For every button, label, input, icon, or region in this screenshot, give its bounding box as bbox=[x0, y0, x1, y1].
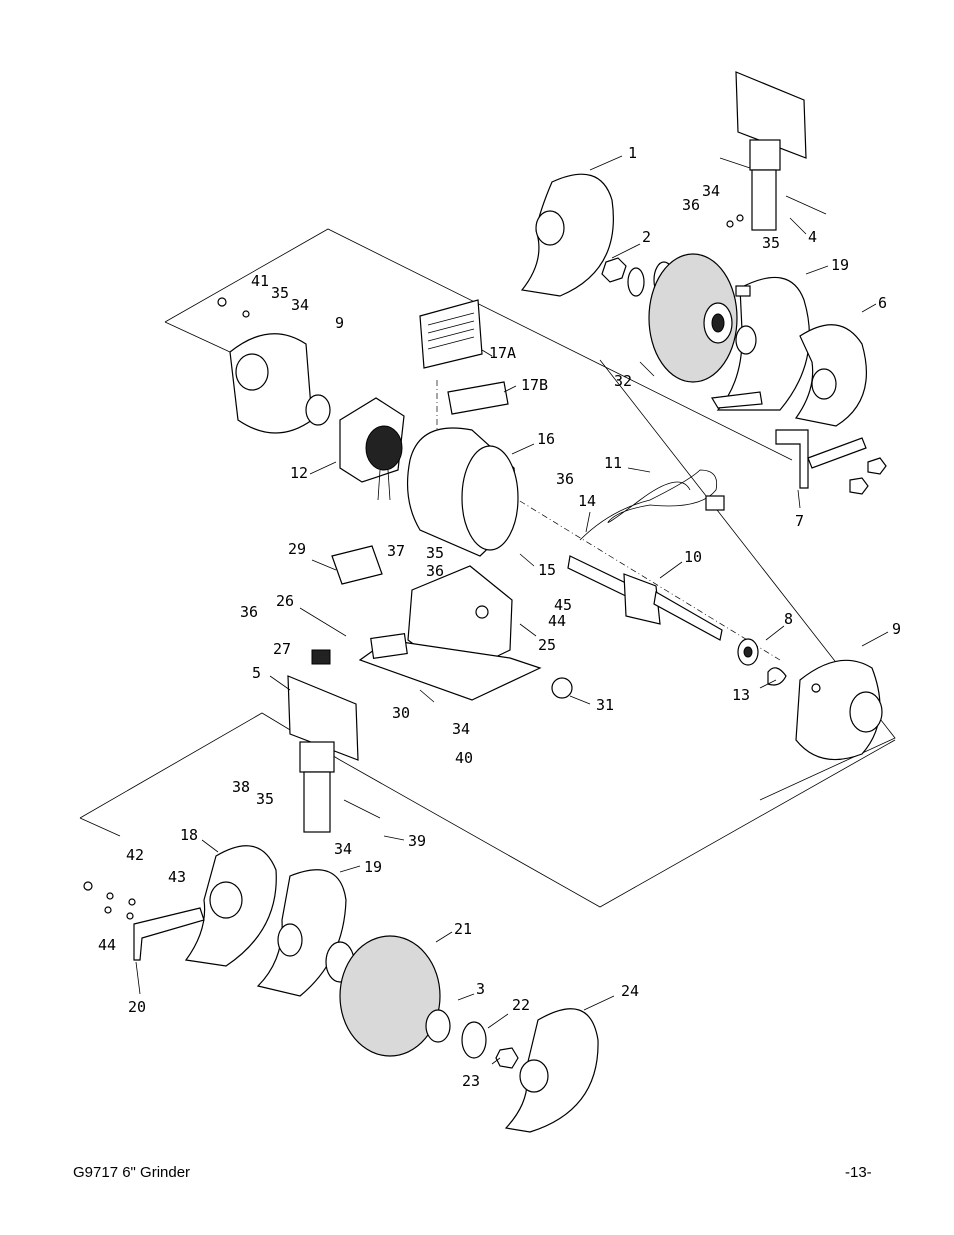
page-number: -13- bbox=[845, 1164, 872, 1181]
callout-18: 18 bbox=[180, 826, 198, 844]
callout-11: 11 bbox=[604, 454, 622, 472]
warning-label-17a bbox=[419, 299, 483, 369]
callout-42: 42 bbox=[126, 846, 144, 864]
tool-rest-bracket-right bbox=[775, 429, 887, 495]
document-title: G9717 6" Grinder bbox=[73, 1164, 191, 1181]
wheel-guard-right bbox=[711, 276, 810, 411]
grinding-wheel-right bbox=[648, 253, 738, 383]
spindle-rotor bbox=[567, 555, 723, 641]
callout-19-right: 19 bbox=[831, 256, 849, 274]
callout-34-eyeshield: 34 bbox=[334, 840, 352, 858]
callout-38: 38 bbox=[232, 778, 250, 796]
callout-35-left-top: 35 bbox=[271, 284, 289, 302]
callout-25: 25 bbox=[538, 636, 556, 654]
switch-box bbox=[331, 545, 383, 585]
switch-plate bbox=[370, 633, 408, 659]
wave-washer bbox=[767, 667, 787, 686]
callout-5: 5 bbox=[252, 664, 261, 682]
callout-20: 20 bbox=[128, 998, 146, 1016]
fasteners-left bbox=[83, 881, 136, 920]
callout-44-base: 44 bbox=[548, 612, 566, 630]
eye-shield-left bbox=[287, 675, 381, 833]
callout-27: 27 bbox=[273, 640, 291, 658]
callout-17b: 17B bbox=[521, 376, 548, 394]
callout-35-right-top: 35 bbox=[762, 234, 780, 252]
tool-rest-left bbox=[133, 907, 205, 961]
power-cord bbox=[579, 469, 725, 541]
callout-41: 41 bbox=[251, 272, 269, 290]
callout-8: 8 bbox=[784, 610, 793, 628]
callout-45: 45 bbox=[554, 596, 572, 614]
callout-6: 6 bbox=[878, 294, 887, 312]
motor-end-cap-left bbox=[217, 297, 313, 434]
callout-17a: 17A bbox=[489, 344, 516, 362]
motor-end-cap-right bbox=[795, 659, 883, 761]
callout-19-left: 19 bbox=[364, 858, 382, 876]
callout-39: 39 bbox=[408, 832, 426, 850]
callout-32: 32 bbox=[614, 372, 632, 390]
callout-44-left: 44 bbox=[98, 936, 116, 954]
callout-9-right: 9 bbox=[892, 620, 901, 638]
callout-2: 2 bbox=[642, 228, 651, 246]
callout-34-right-top: 34 bbox=[702, 182, 720, 200]
id-label-17b bbox=[447, 381, 509, 415]
callout-36-right-top: 36 bbox=[682, 196, 700, 214]
callout-35-eyeshield: 35 bbox=[256, 790, 274, 808]
callout-40: 40 bbox=[455, 749, 473, 767]
motor-base bbox=[358, 565, 542, 701]
callout-16: 16 bbox=[537, 430, 555, 448]
motor-housing bbox=[406, 427, 519, 557]
callout-4: 4 bbox=[808, 228, 817, 246]
assembly-outline-lower bbox=[79, 712, 896, 908]
callout-labels: 1 2 3 4 5 6 7 8 9 9 10 11 12 13 14 15 16… bbox=[98, 144, 901, 1090]
callout-35-base: 35 bbox=[426, 544, 444, 562]
assembly-outline-upper bbox=[164, 228, 896, 801]
leader-lines bbox=[135, 155, 889, 1065]
rocker-switch bbox=[311, 649, 331, 665]
callout-23: 23 bbox=[462, 1072, 480, 1090]
callout-15: 15 bbox=[538, 561, 556, 579]
callout-26: 26 bbox=[276, 592, 294, 610]
callout-7: 7 bbox=[795, 512, 804, 530]
bearing-right bbox=[737, 638, 759, 666]
callout-3: 3 bbox=[476, 980, 485, 998]
callout-36-cord: 36 bbox=[556, 470, 574, 488]
callout-1: 1 bbox=[628, 144, 637, 162]
callout-22: 22 bbox=[512, 996, 530, 1014]
rubber-foot bbox=[551, 677, 573, 699]
callout-37: 37 bbox=[387, 542, 405, 560]
callout-13: 13 bbox=[732, 686, 750, 704]
callout-31: 31 bbox=[596, 696, 614, 714]
motor-stator bbox=[305, 394, 405, 501]
callout-30: 30 bbox=[392, 704, 410, 722]
callout-21: 21 bbox=[454, 920, 472, 938]
grinding-wheel-left bbox=[325, 935, 441, 1057]
guard-outer-right bbox=[794, 324, 868, 427]
callout-34-left-top: 34 bbox=[291, 296, 309, 314]
callout-24: 24 bbox=[621, 982, 639, 1000]
callout-29: 29 bbox=[288, 540, 306, 558]
callout-10: 10 bbox=[684, 548, 702, 566]
callout-9-left: 9 bbox=[335, 314, 344, 332]
callout-36-switch: 36 bbox=[240, 603, 258, 621]
eye-shield-right bbox=[719, 71, 827, 231]
callout-34-base: 34 bbox=[452, 720, 470, 738]
flange-and-nut-left bbox=[425, 1009, 519, 1069]
callout-36-base: 36 bbox=[426, 562, 444, 580]
callout-43: 43 bbox=[168, 868, 186, 886]
guard-cover-outer-left bbox=[504, 1008, 599, 1133]
callout-12: 12 bbox=[290, 464, 308, 482]
callout-14: 14 bbox=[578, 492, 596, 510]
wheel-guard-cover-left bbox=[184, 845, 277, 967]
wheel-guard-cover-upper bbox=[520, 173, 614, 297]
